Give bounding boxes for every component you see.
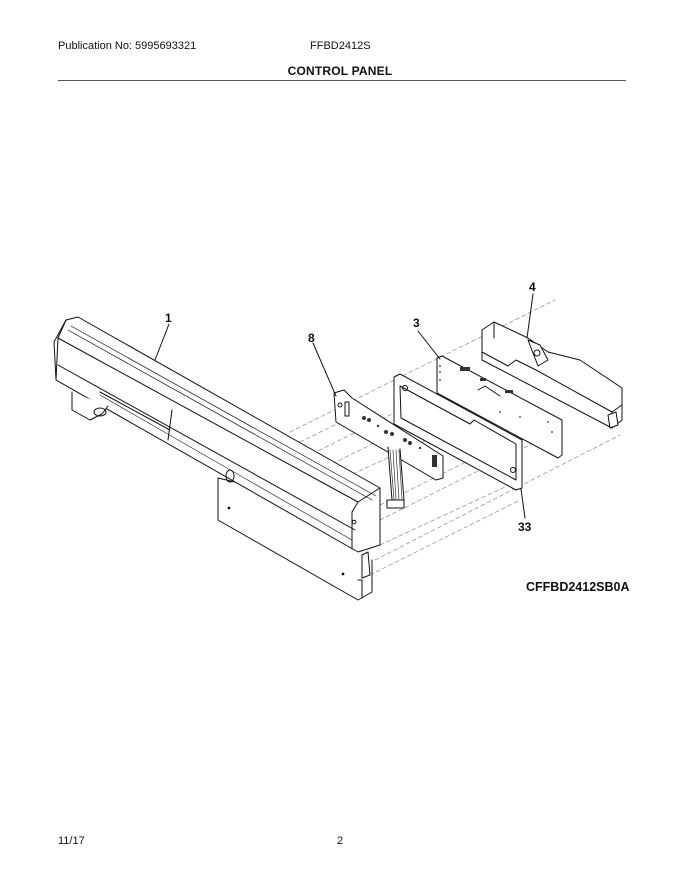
model-number: FFBD2412S	[310, 40, 371, 52]
callout-1: 1	[165, 311, 172, 325]
callout-33: 33	[518, 520, 532, 534]
part-8-ui-board	[333, 389, 444, 509]
footer-date: 11/17	[58, 835, 85, 847]
part-4-housing	[481, 321, 623, 429]
part-1-console	[53, 316, 381, 601]
page-number: 2	[337, 835, 344, 847]
part-3-main-board	[436, 355, 563, 459]
callout-4: 4	[529, 280, 536, 294]
figure-code: CFFBD2412SB0A	[526, 580, 630, 594]
section-title: CONTROL PANEL	[287, 64, 393, 78]
callout-3: 3	[413, 316, 420, 330]
leader-lines	[154, 293, 534, 519]
callout-8: 8	[308, 331, 315, 345]
publication-number: Publication No: 5995693321	[58, 40, 197, 52]
header-rule	[58, 80, 626, 81]
part-33-gasket	[393, 373, 523, 491]
